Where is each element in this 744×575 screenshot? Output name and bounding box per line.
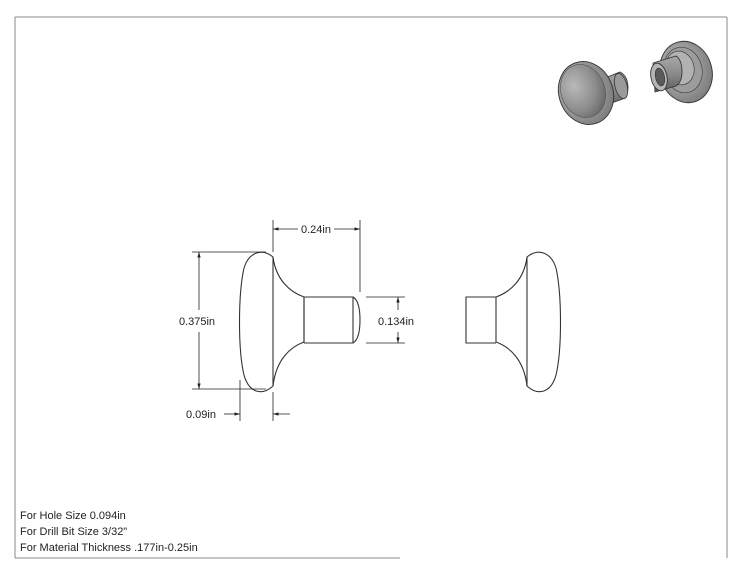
note-hole-size: For Hole Size 0.094in <box>20 510 126 522</box>
dimension-length-label: 0.24in <box>301 224 331 236</box>
dimension-shank-diameter <box>366 296 405 344</box>
dimension-shank-diameter-label: 0.134in <box>378 316 414 328</box>
note-drill-bit-size: For Drill Bit Size 3/32" <box>20 526 128 538</box>
dimension-head-thickness-label: 0.09in <box>186 409 216 421</box>
rivet-3d-head-view <box>557 61 629 125</box>
dimension-head-diameter <box>192 251 266 390</box>
dimension-head-thickness <box>224 380 290 421</box>
dimension-head-diameter-label: 0.375in <box>179 316 215 328</box>
rivet-side-view <box>238 251 361 393</box>
rivet-section-view <box>465 251 562 393</box>
sheet-border <box>14 16 728 559</box>
rivet-3d-flange-view <box>650 40 713 104</box>
note-material-thickness: For Material Thickness .177in-0.25in <box>20 542 198 554</box>
dimension-length <box>272 220 361 292</box>
